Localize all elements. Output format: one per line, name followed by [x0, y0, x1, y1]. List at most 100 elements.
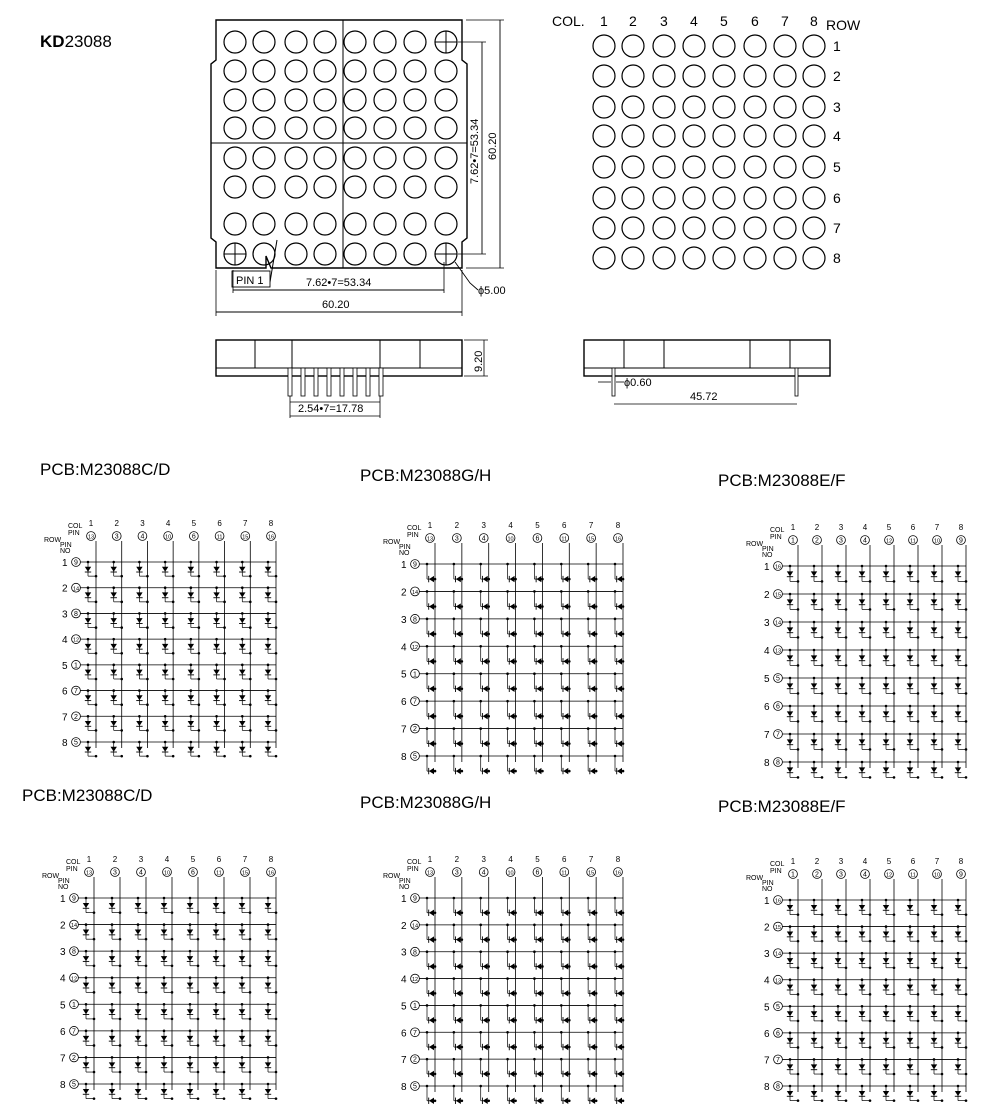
junction-dot	[836, 620, 840, 624]
junction-dot	[266, 949, 270, 953]
led-dot	[284, 116, 308, 140]
led-diode	[84, 643, 92, 649]
junction-dot	[868, 692, 872, 695]
junction-dot	[120, 703, 124, 707]
led-dot	[373, 88, 397, 112]
junction-dot	[138, 586, 141, 590]
junction-dot	[884, 978, 888, 982]
schematic-row-number: 4	[62, 635, 68, 646]
junction-dot	[812, 620, 816, 624]
junction-dot	[274, 729, 278, 732]
led-diode	[455, 936, 461, 943]
junction-dot	[197, 703, 201, 707]
junction-dot	[940, 720, 944, 723]
junction-dot	[197, 574, 201, 578]
schematic-col-number: 6	[217, 519, 222, 528]
led-dot	[773, 216, 797, 240]
junction-dot	[868, 720, 872, 723]
led-diode	[858, 931, 866, 937]
led-diode	[590, 740, 596, 747]
pin-number-circle	[812, 869, 822, 879]
led-diode	[187, 695, 195, 701]
junction-dot	[892, 636, 896, 639]
led-diode	[212, 1088, 220, 1094]
led-diode	[810, 931, 818, 937]
junction-dot	[820, 1019, 824, 1023]
schematic-row-number: 1	[60, 894, 66, 905]
pin-number-circle	[240, 531, 251, 541]
junction-dot	[820, 913, 824, 916]
junction-dot	[860, 760, 864, 764]
junction-dot	[460, 1099, 464, 1103]
junction-dot	[884, 592, 888, 596]
led-diode	[161, 695, 169, 701]
pin-number: 13	[775, 649, 781, 655]
pin-number-circle	[478, 533, 489, 543]
led-diode	[160, 1062, 168, 1068]
junction-dot	[884, 951, 888, 955]
junction-dot	[487, 742, 491, 745]
junction-dot	[94, 574, 98, 578]
junction-dot	[541, 769, 544, 773]
led-diode	[212, 982, 220, 988]
schematic-row-number: 5	[764, 1002, 770, 1013]
pin-number-circle	[836, 869, 846, 879]
junction-dot	[136, 923, 140, 926]
junction-dot	[171, 703, 175, 707]
schematic-col-number: 7	[935, 523, 940, 532]
junction-dot	[189, 714, 193, 718]
led-diode	[213, 592, 220, 598]
junction-dot	[621, 632, 625, 636]
pin-number: 14	[412, 923, 418, 929]
pin-number: 5	[74, 740, 78, 747]
pin-number: 9	[959, 872, 963, 879]
led-dot	[621, 34, 645, 58]
schematic-row-number: 3	[764, 949, 770, 960]
junction-dot	[956, 760, 960, 764]
dim-row-span: 45.72	[690, 391, 718, 403]
matrix-row-number: 3	[833, 99, 841, 115]
junction-dot	[222, 937, 226, 941]
junction-dot	[425, 590, 429, 593]
led-diode	[954, 1090, 962, 1096]
led-diode	[136, 669, 143, 675]
junction-dot	[533, 754, 536, 758]
schematic-pin-label: PIN	[770, 868, 782, 875]
junction-dot	[613, 590, 617, 593]
junction-dot	[567, 1072, 571, 1076]
junction-dot	[940, 993, 944, 996]
junction-dot	[940, 1046, 944, 1049]
led-dot	[403, 30, 427, 54]
led-diode	[786, 739, 794, 745]
junction-dot	[136, 896, 140, 900]
junction-dot	[788, 564, 792, 568]
led-diode	[264, 902, 272, 908]
junction-dot	[788, 760, 792, 764]
junction-dot	[940, 913, 944, 916]
junction-dot	[189, 689, 193, 692]
junction-dot	[533, 699, 536, 703]
junction-dot	[908, 648, 912, 652]
junction-dot	[94, 600, 98, 604]
junction-dot	[274, 1044, 278, 1047]
pin-number: 5	[72, 1082, 76, 1089]
junction-dot	[892, 1099, 896, 1102]
dot-diameter: ϕ5.00	[478, 285, 506, 297]
junction-dot	[559, 1004, 563, 1007]
led-diode	[930, 958, 938, 964]
junction-dot	[240, 949, 244, 953]
led-diode	[160, 982, 168, 988]
led-diode	[834, 1090, 842, 1096]
matrix-col-number: 5	[720, 13, 728, 29]
led-diode	[239, 592, 246, 598]
junction-dot	[514, 911, 517, 915]
junction-dot	[541, 577, 544, 581]
led-diode	[834, 683, 842, 689]
led-diode	[429, 603, 434, 610]
junction-dot	[916, 664, 920, 667]
junction-dot	[112, 612, 116, 615]
junction-dot	[189, 637, 193, 641]
led-diode	[136, 721, 143, 726]
junction-dot	[274, 964, 278, 968]
junction-dot	[240, 1056, 244, 1059]
